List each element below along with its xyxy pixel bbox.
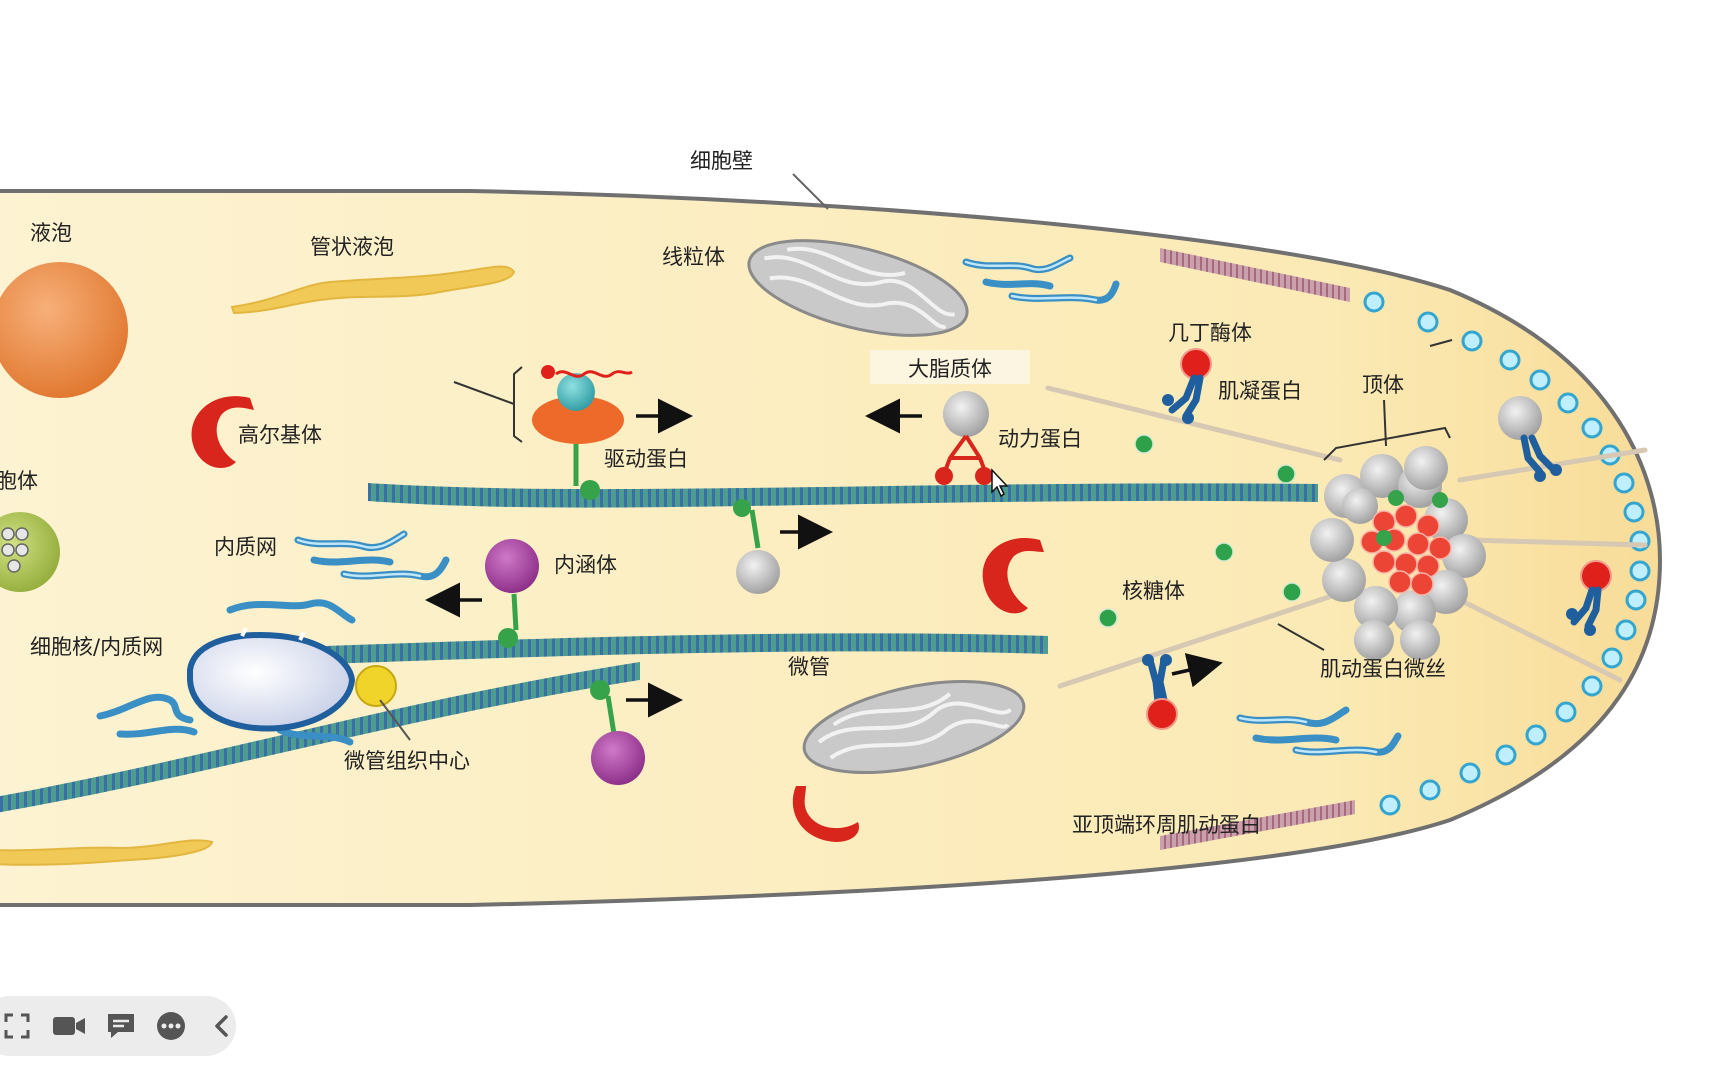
label-golgi: 高尔基体: [238, 423, 322, 447]
myosin-chitosome-top: [1162, 348, 1212, 424]
label-nucleus-er: 细胞核/内质网: [30, 635, 163, 659]
label-large-lipid-body: 大脂质体: [908, 357, 992, 381]
myosin-grey-tip: [1498, 396, 1562, 482]
comment-button[interactable]: [106, 1009, 136, 1043]
apical-body-pointer: [1383, 399, 1387, 447]
actin-filament-pointer: [1277, 623, 1325, 651]
mitochondrion-bottom: [802, 679, 1026, 775]
chevron-left-icon: [215, 1015, 228, 1037]
label-endosome: 内涵体: [554, 553, 617, 577]
mtoc: [355, 665, 397, 707]
golgi-body-1: [191, 396, 254, 468]
myosin-red-bottom: [1142, 654, 1178, 730]
label-tubular-vacuole: 管状液泡: [310, 235, 394, 259]
fullscreen-icon: [4, 1013, 30, 1039]
tip-pointer: [1429, 339, 1453, 347]
mouse-cursor: [991, 468, 1009, 498]
golgi-body-3: [792, 786, 860, 842]
label-vacuole: 液泡: [30, 221, 72, 245]
nucleus-er-complex: [96, 599, 356, 746]
label-vesicle-partial: 胞体: [0, 469, 38, 493]
subapical-actin-ring-bottom: [1160, 800, 1355, 850]
actin-filaments: [1045, 385, 1648, 689]
label-cell-wall: 细胞壁: [690, 149, 753, 173]
mitochondrion-top: [747, 239, 969, 337]
comment-icon: [108, 1014, 134, 1038]
er-fragments-highlight: [296, 256, 1378, 754]
transport-arrows: [425, 398, 1223, 718]
video-camera-icon: [53, 1017, 85, 1035]
label-microtubule: 微管: [788, 655, 830, 679]
label-chitosome: 几丁酶体: [1168, 321, 1252, 345]
label-myosin: 肌凝蛋白: [1218, 379, 1302, 403]
apical-body-bracket: [1323, 426, 1451, 461]
vacuole: [0, 262, 128, 398]
more-button[interactable]: [156, 1009, 186, 1043]
label-dynein: 动力蛋白: [998, 427, 1082, 451]
label-kinesin: 驱动蛋白: [604, 447, 688, 471]
more-icon: [157, 1012, 185, 1040]
label-ribosome: 核糖体: [1122, 579, 1185, 603]
tubular-vacuole-lower: [0, 839, 214, 866]
label-apical-body: 顶体: [1362, 373, 1404, 397]
mtoc-pointer: [379, 699, 411, 741]
label-mtoc: 微管组织中心: [344, 749, 470, 773]
fullscreen-button[interactable]: [2, 1009, 32, 1043]
player-toolbar: [0, 996, 236, 1056]
subapical-actin-ring-top: [1160, 248, 1350, 302]
cell-wall-pointer: [792, 173, 829, 210]
wall-vesicles: [1363, 291, 1651, 816]
endosome: [485, 539, 539, 648]
apical-body: [1310, 446, 1486, 660]
microtubule-top: [368, 483, 1318, 508]
collapse-button[interactable]: [206, 1009, 236, 1043]
kinesin-purple-vesicle: [590, 680, 645, 785]
camera-button[interactable]: [52, 1009, 86, 1043]
label-mitochondrion: 线粒体: [662, 245, 725, 269]
tubular-vacuole: [230, 265, 516, 315]
label-subapical-actin: 亚顶端环周肌动蛋白: [1072, 813, 1261, 837]
label-er: 内质网: [214, 535, 277, 559]
dynein-lipid-complex: [935, 391, 993, 485]
kinesin-grey-vesicle: [733, 499, 780, 594]
kinesin-cargo-complex: [453, 365, 633, 500]
golgi-body-2: [982, 538, 1044, 614]
myosin-red-tip: [1566, 560, 1612, 636]
label-actin-filament: 肌动蛋白微丝: [1320, 657, 1446, 681]
ribosomes: [1098, 434, 1302, 628]
multivesicular-body: [0, 512, 60, 592]
